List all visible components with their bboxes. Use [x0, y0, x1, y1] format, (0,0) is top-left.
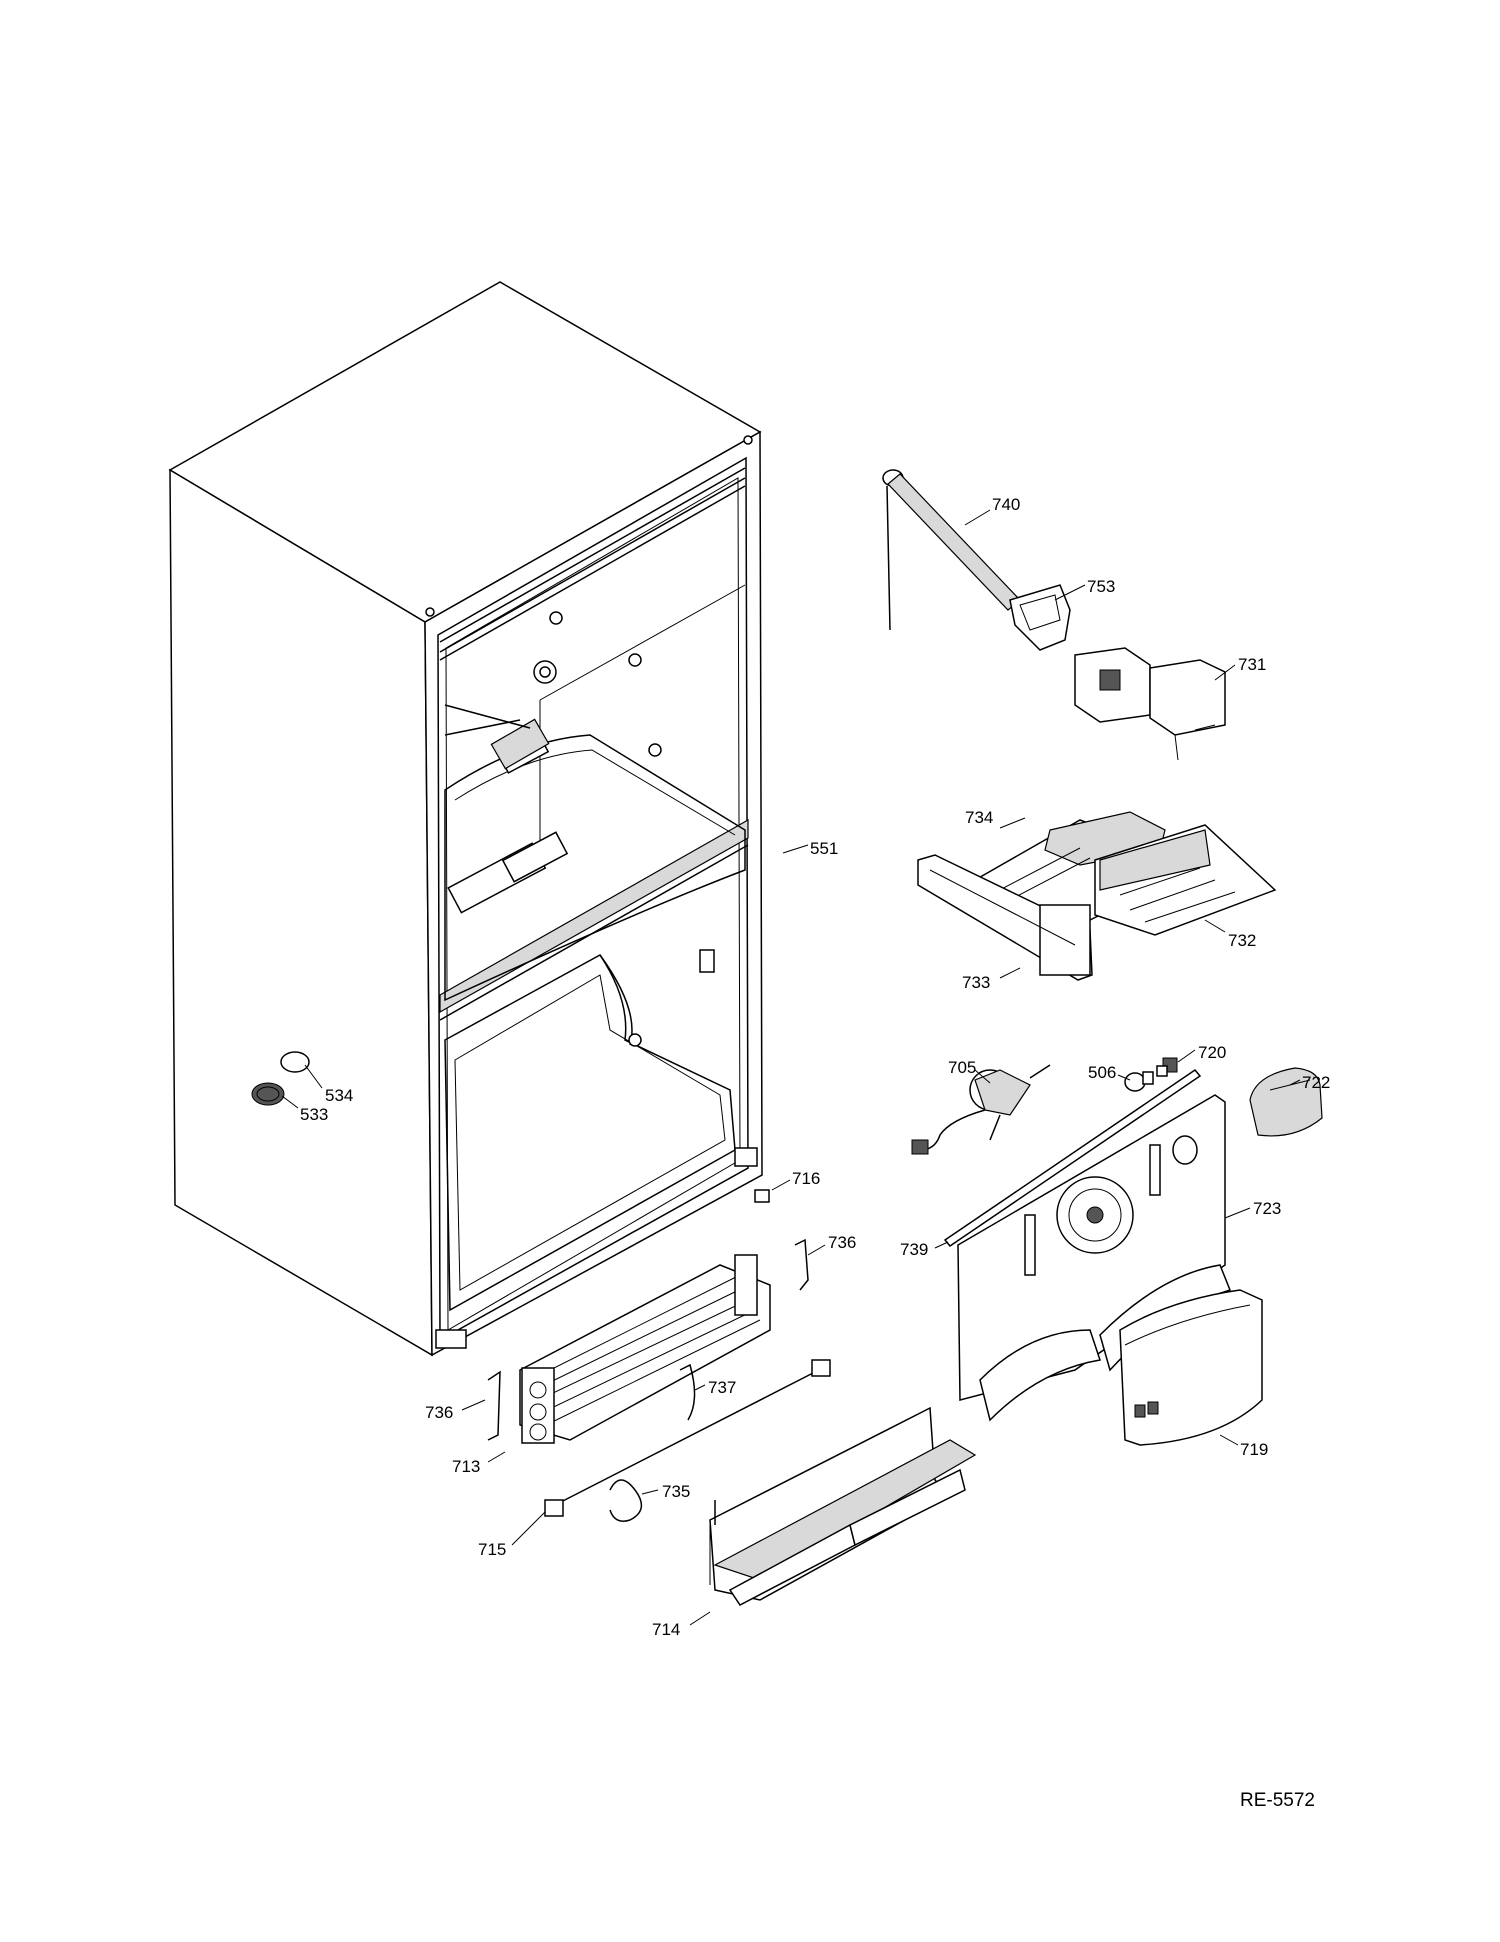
callout-736-left: 736	[425, 1403, 453, 1422]
grille-732	[1094, 824, 1277, 936]
sensor-716	[754, 1189, 770, 1203]
callout-735: 735	[662, 1482, 690, 1501]
fan-motor-705	[911, 1064, 1051, 1155]
clip-736-right	[794, 1238, 809, 1291]
heater-wire-715	[544, 1359, 831, 1517]
auger-motor-731	[1074, 647, 1226, 761]
callout-713: 713	[452, 1457, 480, 1476]
clip-737	[679, 1363, 696, 1421]
callout-716: 716	[792, 1169, 820, 1188]
callout-labels: 740 753 731 551 734 732 733 705 506 720 …	[300, 495, 1330, 1639]
callout-534: 534	[325, 1086, 353, 1105]
cabinet	[168, 281, 763, 1357]
callout-736-right: 736	[828, 1233, 856, 1252]
callout-731: 731	[1238, 655, 1266, 674]
callout-737: 737	[708, 1378, 736, 1397]
lamp-cover-722	[1249, 1067, 1323, 1137]
pan-719	[1119, 1289, 1263, 1446]
evaporator-713	[519, 1254, 771, 1444]
clip-735	[609, 1479, 643, 1522]
callout-719: 719	[1240, 1440, 1268, 1459]
bulb-506	[1124, 1071, 1154, 1092]
callout-723: 723	[1253, 1199, 1281, 1218]
callout-720: 720	[1198, 1043, 1226, 1062]
clip-736-left	[487, 1370, 501, 1441]
callout-722: 722	[1302, 1073, 1330, 1092]
callout-733: 733	[962, 973, 990, 992]
callout-714: 714	[652, 1620, 680, 1639]
bracket-753	[1009, 584, 1071, 651]
rail-733	[917, 854, 1093, 981]
drain-trough-714	[709, 1406, 977, 1606]
socket-720	[1156, 1057, 1178, 1077]
callout-705: 705	[948, 1058, 976, 1077]
heater-739	[943, 1068, 1202, 1248]
callout-715: 715	[478, 1540, 506, 1559]
callout-533: 533	[300, 1105, 328, 1124]
ice-chute-740	[882, 469, 1021, 631]
document-id: RE-5572	[1240, 1790, 1315, 1811]
callout-734: 734	[965, 808, 993, 827]
callout-753: 753	[1087, 577, 1115, 596]
callout-740: 740	[992, 495, 1020, 514]
callout-732: 732	[1228, 931, 1256, 950]
callout-739: 739	[900, 1240, 928, 1259]
leader-lines	[281, 509, 1301, 1626]
callout-506: 506	[1088, 1063, 1116, 1082]
callout-551: 551	[810, 839, 838, 858]
